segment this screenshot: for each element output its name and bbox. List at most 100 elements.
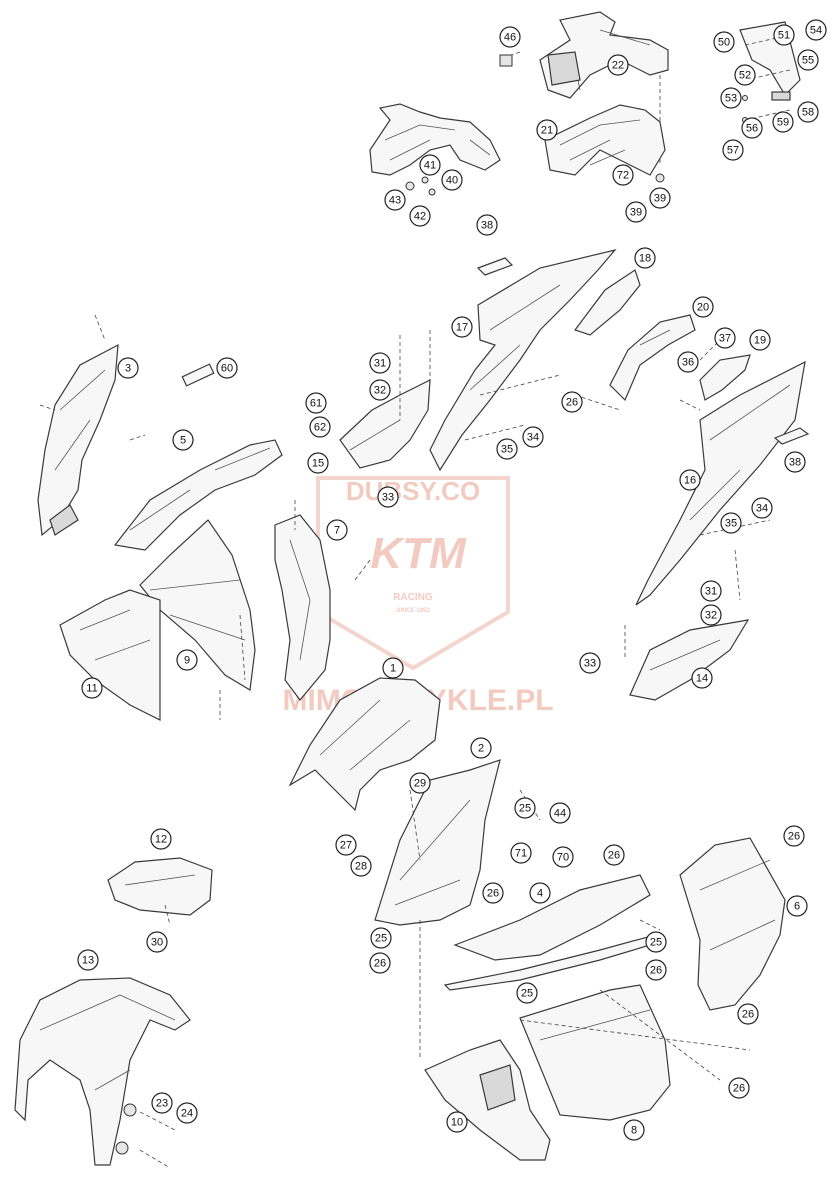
callout-number: 8 (631, 1125, 637, 1137)
callout-number: 37 (719, 333, 731, 345)
part-cover-20 (609, 314, 696, 402)
callout-circle (476, 214, 498, 236)
callout-42: 42 (409, 205, 431, 227)
callout-circle (496, 438, 518, 460)
callout-number: 34 (756, 503, 768, 515)
callout-number: 17 (456, 322, 468, 334)
callout-71: 71 (510, 842, 532, 864)
callout-number: 39 (630, 207, 642, 219)
callout-number: 51 (778, 30, 790, 42)
callout-circle (146, 931, 168, 953)
callout-circle (784, 451, 806, 473)
callout-circle (369, 952, 391, 974)
callout-number: 55 (802, 55, 814, 67)
watermark-racing-text: RACING (393, 592, 433, 603)
callout-number: 15 (312, 458, 324, 470)
part-fairing-3 (37, 343, 119, 537)
callout-number: 16 (684, 475, 696, 487)
callout-circle (419, 154, 441, 176)
callout-number: 25 (519, 803, 531, 815)
part-lower-panel-11 (59, 589, 161, 721)
callout-26: 26 (603, 844, 625, 866)
callout-25: 25 (370, 927, 392, 949)
callout-22: 22 (607, 54, 629, 76)
callout-number: 33 (584, 658, 596, 670)
callout-38: 38 (476, 214, 498, 236)
callout-24: 24 (176, 1102, 198, 1124)
callout-13: 13 (77, 949, 99, 971)
callout-26: 26 (783, 825, 805, 847)
watermark-since-text: SINCE 1953 (396, 608, 430, 614)
part-panel-5 (113, 439, 283, 551)
callout-circle (649, 187, 671, 209)
callout-number: 25 (650, 937, 662, 949)
callout-33: 33 (377, 486, 399, 508)
callout-15: 15 (307, 452, 329, 474)
callout-number: 35 (501, 444, 513, 456)
callout-number: 70 (557, 852, 569, 864)
callout-17: 17 (451, 316, 473, 338)
part-bracket-19 (699, 354, 751, 401)
callout-34: 34 (522, 426, 544, 448)
callout-55: 55 (797, 49, 819, 71)
callout-number: 22 (612, 60, 624, 72)
callout-32: 32 (700, 604, 722, 626)
callout-25: 25 (516, 982, 538, 1004)
callout-37: 37 (714, 327, 736, 349)
callout-3: 3 (117, 357, 139, 379)
watermark-top-text: DUBSY.CO (346, 476, 480, 506)
callout-circle (370, 927, 392, 949)
callout-11: 11 (81, 677, 103, 699)
callout-57: 57 (722, 139, 744, 161)
callout-circle (714, 327, 736, 349)
part-panel-14 (629, 619, 750, 701)
callout-circle (77, 949, 99, 971)
callout-circle (561, 391, 583, 413)
part-rubber-60 (181, 363, 215, 387)
callout-circle (326, 519, 348, 541)
callout-14: 14 (691, 667, 713, 689)
rear-seat-cowl-assembly (499, 11, 669, 186)
callout-26: 26 (561, 391, 583, 413)
callout-circle (510, 842, 532, 864)
callout-circle (151, 1092, 173, 1114)
part-front-fender-13 (14, 977, 191, 1166)
callout-39: 39 (625, 201, 647, 223)
callout-36: 36 (677, 351, 699, 373)
callout-number: 35 (725, 518, 737, 530)
callout-circle (677, 351, 699, 373)
callout-circle (516, 982, 538, 1004)
callout-circle (350, 855, 372, 877)
callout-number: 19 (754, 335, 766, 347)
callout-41: 41 (419, 154, 441, 176)
callout-35: 35 (720, 512, 742, 534)
callout-2: 2 (470, 737, 492, 759)
callout-circle (409, 205, 431, 227)
callout-26: 26 (482, 882, 504, 904)
callout-number: 54 (810, 25, 822, 37)
callout-circle (536, 119, 558, 141)
callout-44: 44 (549, 802, 571, 824)
callout-number: 23 (156, 1098, 168, 1110)
callout-40: 40 (441, 169, 463, 191)
callout-circle (216, 357, 238, 379)
callout-circle (797, 101, 819, 123)
callout-number: 26 (608, 850, 620, 862)
callout-43: 43 (384, 189, 406, 211)
callout-9: 9 (176, 649, 198, 671)
left-fairing-parts (37, 343, 331, 721)
callout-circle (623, 1119, 645, 1141)
callout-26: 26 (737, 1003, 759, 1025)
callout-number: 26 (374, 958, 386, 970)
callout-circle (692, 296, 714, 318)
callout-1: 1 (382, 657, 404, 679)
callout-circle (634, 247, 656, 269)
callout-number: 26 (650, 965, 662, 977)
callout-circle (786, 895, 808, 917)
callout-16: 16 (679, 469, 701, 491)
callout-number: 10 (451, 1117, 463, 1129)
callout-number: 6 (794, 901, 800, 913)
callout-circle (579, 652, 601, 674)
callout-12: 12 (150, 828, 172, 850)
